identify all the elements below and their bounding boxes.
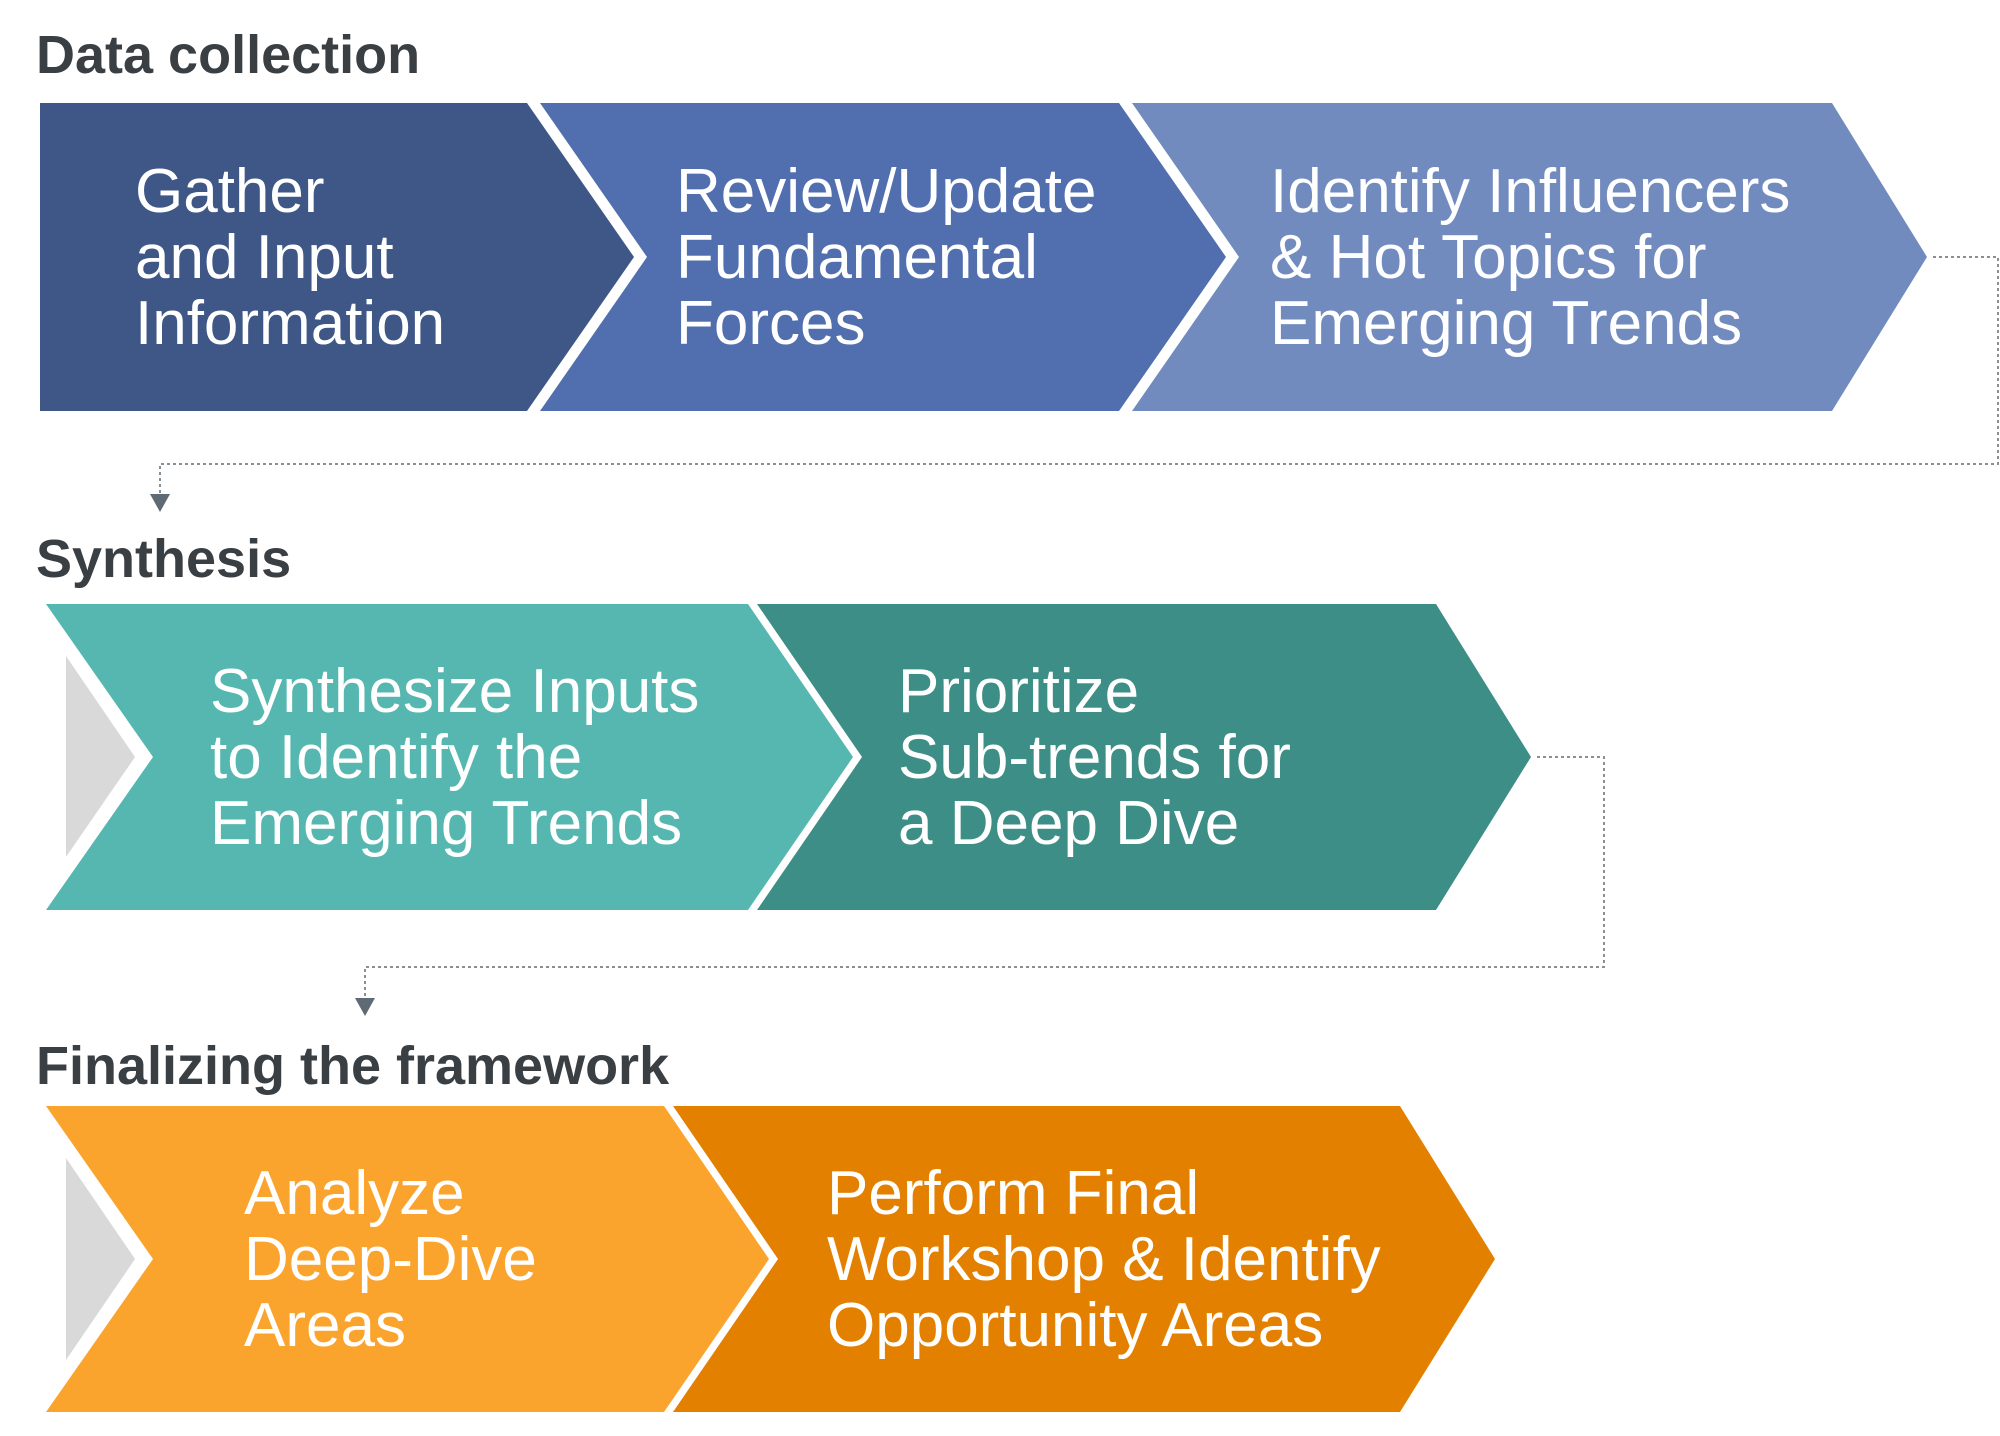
step-analyze-deep-dive-areas: Analyze Deep-Dive Areas [46,1106,769,1412]
step-label-line: Sub-trends for [898,723,1291,792]
chevron-shape [1132,103,1927,411]
step-label-line: Information [135,289,445,358]
chevron-notch-shape [66,656,135,857]
arrow-down-icon [150,494,170,512]
chevron-shape [46,1106,769,1412]
step-label: Identify Influencers & Hot Topics for Em… [1270,157,1808,358]
step-label-line: Prioritize [898,657,1139,726]
dotted-connector-line [159,256,1999,494]
section-title-finalizing-the-framework: Finalizing the framework [36,1036,670,1096]
step-label-line: Fundamental [676,223,1038,292]
step-label: Synthesize Inputs to Identify the Emergi… [210,657,717,858]
step-prioritize-sub-trends: Prioritize Sub-trends for a Deep Dive [757,604,1531,910]
step-label-line: Workshop & Identify [827,1225,1381,1294]
chevron-shape [757,604,1531,910]
arrow-down-icon [355,998,375,1016]
step-perform-final-workshop: Perform Final Workshop & Identify Opport… [673,1106,1495,1412]
step-label: Review/Update Fundamental Forces [676,157,1114,358]
step-label-line: Analyze [244,1159,465,1228]
step-label: Analyze Deep-Dive Areas [244,1159,554,1360]
step-label-line: Identify Influencers [1270,157,1790,226]
connector-data-collection-to-synthesis [150,256,1999,512]
step-label-line: & Hot Topics for [1270,223,1706,292]
step-label-line: Forces [676,289,865,358]
step-label-line: Review/Update [676,157,1096,226]
step-label-line: a Deep Dive [898,789,1239,858]
step-label-line: Emerging Trends [1270,289,1742,358]
step-label-line: Opportunity Areas [827,1291,1323,1360]
chevron-notch-shape [66,1158,135,1360]
step-gather-input-information: Gather and Input Information [40,103,634,411]
section-title-data-collection: Data collection [36,25,420,85]
chevron-shape [46,604,853,910]
step-identify-influencers-hot-topics: Identify Influencers & Hot Topics for Em… [1132,103,1927,411]
step-label-line: Synthesize Inputs [210,657,699,726]
step-label-line: to Identify the [210,723,582,792]
dotted-connector-line [364,756,1605,998]
chevron-shape [673,1106,1495,1412]
connector-synthesis-to-finalizing [355,756,1605,1016]
step-label-line: Gather [135,157,325,226]
step-label: Prioritize Sub-trends for a Deep Dive [898,657,1308,858]
chevron-shape [540,103,1226,411]
step-synthesize-inputs: Synthesize Inputs to Identify the Emergi… [46,604,853,910]
step-label: Gather and Input Information [135,157,445,358]
chevron-shape [40,103,634,411]
step-label: Perform Final Workshop & Identify Opport… [827,1159,1398,1360]
step-label-line: and Input [135,223,394,292]
step-label-line: Deep-Dive [244,1225,537,1294]
step-label-line: Areas [244,1291,406,1360]
step-label-line: Emerging Trends [210,789,682,858]
step-review-update-fundamental-forces: Review/Update Fundamental Forces [540,103,1226,411]
section-title-synthesis: Synthesis [36,529,291,589]
step-label-line: Perform Final [827,1159,1199,1228]
